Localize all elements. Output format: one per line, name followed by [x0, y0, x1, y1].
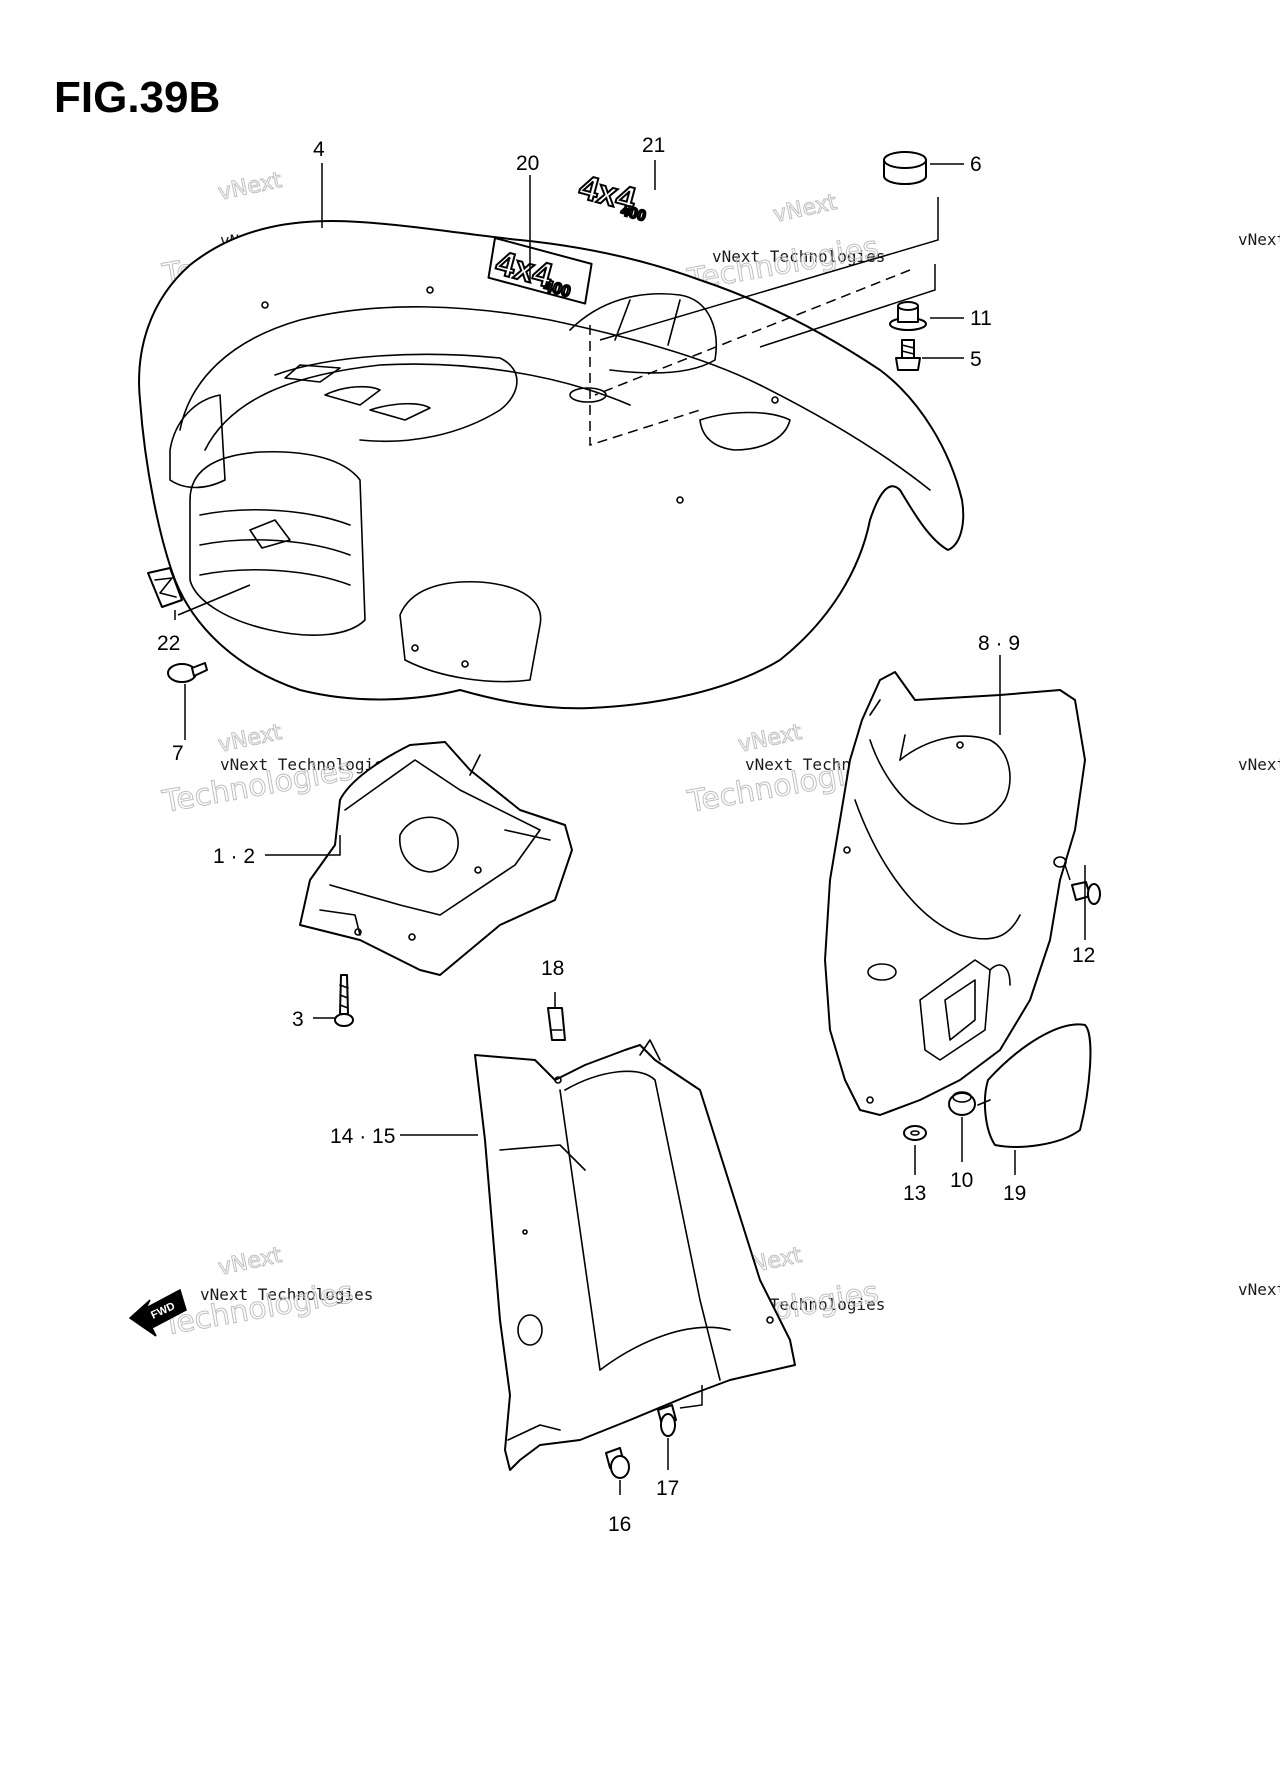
callout-4: 4 [313, 138, 325, 161]
callout-13: 13 [903, 1182, 926, 1205]
callout-labels: 4 20 21 6 11 5 22 7 1 · 2 3 8 · 9 12 18 … [157, 134, 1095, 1536]
watermark-line1: vNext [216, 168, 284, 206]
watermark-edge-2: vNext [1238, 755, 1280, 774]
screw-part-17 [657, 1404, 677, 1437]
callout-18: 18 [541, 957, 564, 980]
watermark-mid-right: vNext [736, 719, 805, 758]
callout-19: 19 [1003, 1182, 1026, 1205]
callout-10: 10 [950, 1169, 973, 1192]
watermark-line2: vNext Technologies [200, 1285, 373, 1304]
callout-21: 21 [642, 134, 665, 157]
callout-3: 3 [292, 1008, 304, 1031]
callout-14-15: 14 · 15 [330, 1125, 395, 1148]
decal-displacement-text: 400 [619, 202, 648, 225]
watermark-top-left: vNext [216, 167, 285, 206]
grommet-part-10 [948, 1091, 976, 1116]
callout-16: 16 [608, 1513, 631, 1536]
lid-part-19 [977, 1023, 1092, 1148]
leader-lines [174, 160, 1086, 1495]
callout-22: 22 [157, 632, 180, 655]
grommet-part-6 [883, 151, 927, 185]
callout-1-2: 1 · 2 [213, 845, 255, 868]
watermark-line1: vNext [216, 1243, 284, 1281]
figure-title: FIG.39B [54, 73, 220, 122]
watermark-line2: vNext Technologies [220, 755, 393, 774]
watermark-edge-3: vNext [1238, 1280, 1280, 1299]
front-fender-part-4 [138, 220, 965, 710]
bolt-part-5 [895, 339, 921, 371]
watermark-top-mid: vNext [771, 189, 840, 228]
watermark-edge-1: vNext [1238, 230, 1280, 249]
collar-part-11 [889, 301, 927, 331]
watermark-mid-left: vNext [216, 719, 285, 758]
watermark-line1: vNext [216, 720, 284, 758]
watermark-low-left: vNext [216, 1242, 285, 1281]
callout-7: 7 [172, 742, 184, 765]
callout-12: 12 [1072, 944, 1095, 967]
inner-fender-part-14-15 [474, 1039, 796, 1471]
emblem-part-22 [147, 567, 183, 608]
inner-panel-part-1-2 [299, 741, 573, 976]
callout-8-9: 8 · 9 [978, 632, 1020, 655]
inner-fender-part-8-9 [824, 671, 1086, 1116]
screw-part-3 [334, 974, 354, 1027]
watermark-line1: vNext [736, 720, 804, 758]
forward-arrow-icon: FWD [128, 1288, 187, 1337]
screw-part-12 [1071, 881, 1101, 905]
callout-20: 20 [516, 152, 539, 175]
clip-part-18 [547, 1007, 566, 1041]
decal-part-21: 4x4 400 [574, 167, 648, 226]
callout-6: 6 [970, 153, 982, 176]
screw-part-16 [605, 1447, 630, 1479]
callout-11: 11 [970, 307, 992, 330]
watermark-line1: vNext [771, 190, 839, 228]
watermark-line2: vNext Technologies [712, 247, 885, 266]
callout-5: 5 [970, 348, 982, 371]
screw-part-7 [167, 662, 208, 683]
washer-part-13 [903, 1125, 927, 1141]
callout-17: 17 [656, 1477, 679, 1500]
